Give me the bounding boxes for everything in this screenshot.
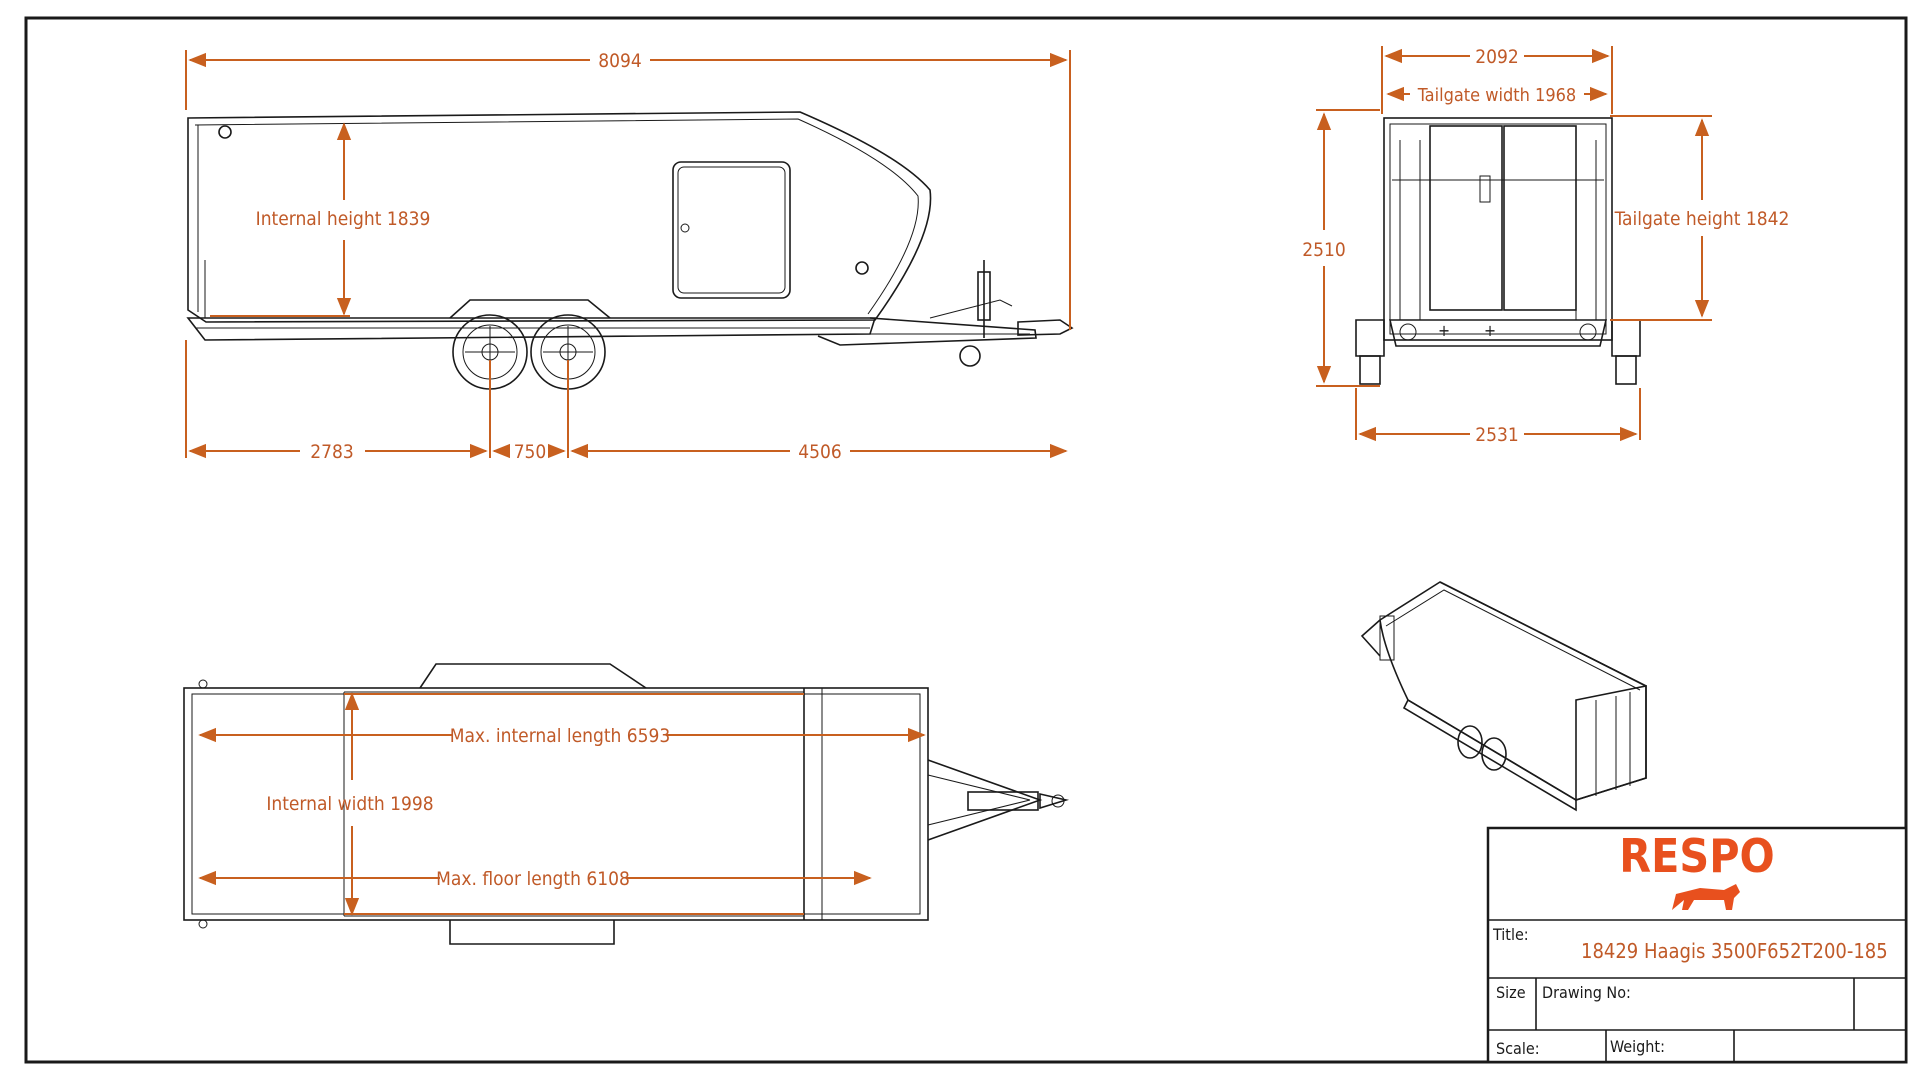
dim-axle-spacing: 750: [514, 441, 547, 463]
dim-front-width: 2092: [1475, 46, 1519, 68]
side-view: [186, 111, 1074, 390]
rear-view: + +: [1355, 117, 1641, 385]
top-view-dimensions: Max. internal length 6593 Internal width…: [198, 692, 926, 916]
dim-rear-overhang: 2783: [310, 441, 354, 463]
svg-text:+: +: [1484, 321, 1496, 340]
dim-internal-width: Internal width 1998: [266, 793, 433, 815]
bull-logo-icon: [1672, 884, 1740, 910]
scale-label: Scale:: [1496, 1039, 1540, 1058]
title-value: 18429 Haagis 3500F652T200-185: [1581, 939, 1888, 963]
size-label: Size: [1496, 983, 1526, 1002]
weight-label: Weight:: [1610, 1037, 1665, 1056]
isometric-view: [1360, 581, 1647, 812]
dim-overall-width: 2531: [1475, 424, 1519, 446]
dim-overall-length: 8094: [598, 50, 642, 72]
svg-text:+: +: [1438, 321, 1450, 340]
dim-internal-height: Internal height 1839: [256, 208, 431, 230]
top-view: [183, 663, 1070, 945]
sheet-border: [24, 16, 1908, 1064]
brand-logo-text: RESPO: [1619, 829, 1774, 883]
rear-view-dimensions: 2092 Tailgate width 1968 2510 Tailgate h…: [1302, 46, 1789, 446]
title-label: Title:: [1492, 925, 1529, 944]
dim-max-floor-length: Max. floor length 6108: [436, 868, 630, 890]
drawing-no-label: Drawing No:: [1542, 983, 1631, 1002]
dim-overall-height: 2510: [1302, 239, 1346, 261]
dim-tailgate-height: Tailgate height 1842: [1614, 208, 1790, 230]
side-view-dimensions: 8094 Internal height 1839 2783 750 4506: [185, 50, 1071, 463]
title-block: RESPO Title: 18429 Haagis 3500F652T200-1…: [1486, 826, 1908, 1064]
dim-max-internal-length: Max. internal length 6593: [450, 725, 671, 747]
dim-front-to-axle: 4506: [798, 441, 842, 463]
dim-tailgate-width: Tailgate width 1968: [1417, 85, 1576, 106]
